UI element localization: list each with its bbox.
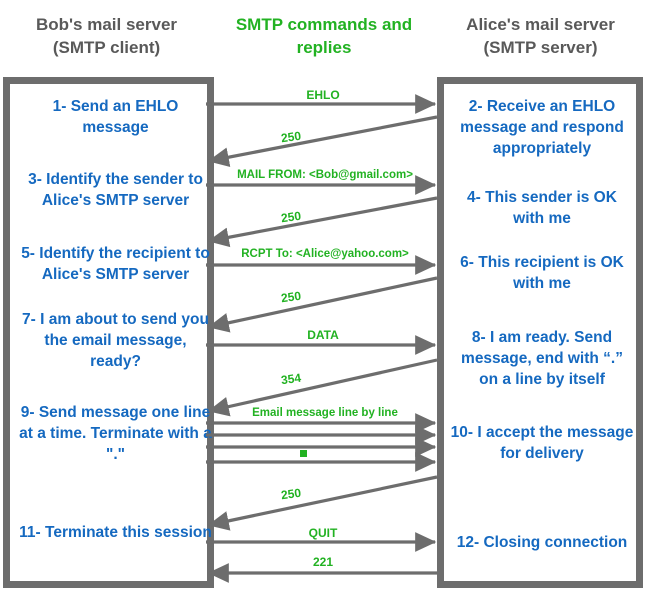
arrow-250-mail-from: [207, 196, 438, 248]
client-step-7: 7- I am about to send you the email mess…: [22, 311, 209, 370]
server-step-2: 2- Receive an EHLO message and respond a…: [460, 98, 624, 157]
label-ehlo: EHLO: [306, 88, 340, 102]
heading-client-line1: Bob's mail server: [35, 15, 178, 34]
heading-server: Alice's mail server (SMTP server): [435, 13, 646, 59]
arrow-250-data: [207, 475, 438, 531]
heading-protocol-line1: SMTP commands and: [235, 15, 413, 34]
label-mail-from: MAIL FROM: <Bob@gmail.com>: [237, 169, 413, 181]
arrow-250-ehlo: [207, 115, 438, 167]
client-step-11: 11- Terminate this session: [19, 524, 212, 541]
client-step-1: 1- Send an EHLO message: [52, 98, 179, 136]
label-quit: QUIT: [308, 526, 338, 540]
client-step-5: 5- Identify the recipient to Alice's SMT…: [21, 245, 210, 283]
server-step-6: 6- This recipient is OK with me: [460, 254, 624, 292]
server-step-12: 12- Closing connection: [456, 534, 628, 551]
server-step-4: 4- This sender is OK with me: [467, 189, 617, 227]
server-panel-inner: 2- Receive an EHLO message and respond a…: [444, 84, 636, 581]
heading-server-line2: (SMTP server): [483, 38, 598, 57]
server-step-8: 8- I am ready. Send message, end with “.…: [461, 329, 623, 388]
arrow-354: [207, 358, 438, 417]
server-panel: 2- Receive an EHLO message and respond a…: [437, 77, 643, 588]
heading-server-line1: Alice's mail server: [466, 15, 615, 34]
client-panel-inner: 1- Send an EHLO message 3- Identify the …: [10, 84, 212, 581]
terminator-dot-marker: [300, 450, 307, 457]
heading-client-line2: (SMTP client): [52, 38, 161, 57]
client-panel: 1- Send an EHLO message 3- Identify the …: [3, 77, 214, 588]
label-data: DATA: [307, 328, 339, 342]
label-email-message: Email message line by line: [252, 407, 398, 419]
arrow-250-rcpt-to: [207, 276, 438, 333]
heading-protocol-line2: replies: [296, 38, 352, 57]
label-221: 221: [312, 555, 334, 569]
heading-client: Bob's mail server (SMTP client): [0, 13, 213, 59]
client-step-3: 3- Identify the sender to Alice's SMTP s…: [28, 171, 203, 209]
server-step-10: 10- I accept the message for delivery: [450, 424, 634, 462]
client-step-9: 9- Send message one line at a time. Term…: [19, 404, 212, 463]
message-flow-panel: [214, 77, 437, 588]
heading-protocol: SMTP commands and replies: [213, 13, 435, 59]
label-rcpt-to: RCPT To: <Alice@yahoo.com>: [241, 248, 409, 260]
